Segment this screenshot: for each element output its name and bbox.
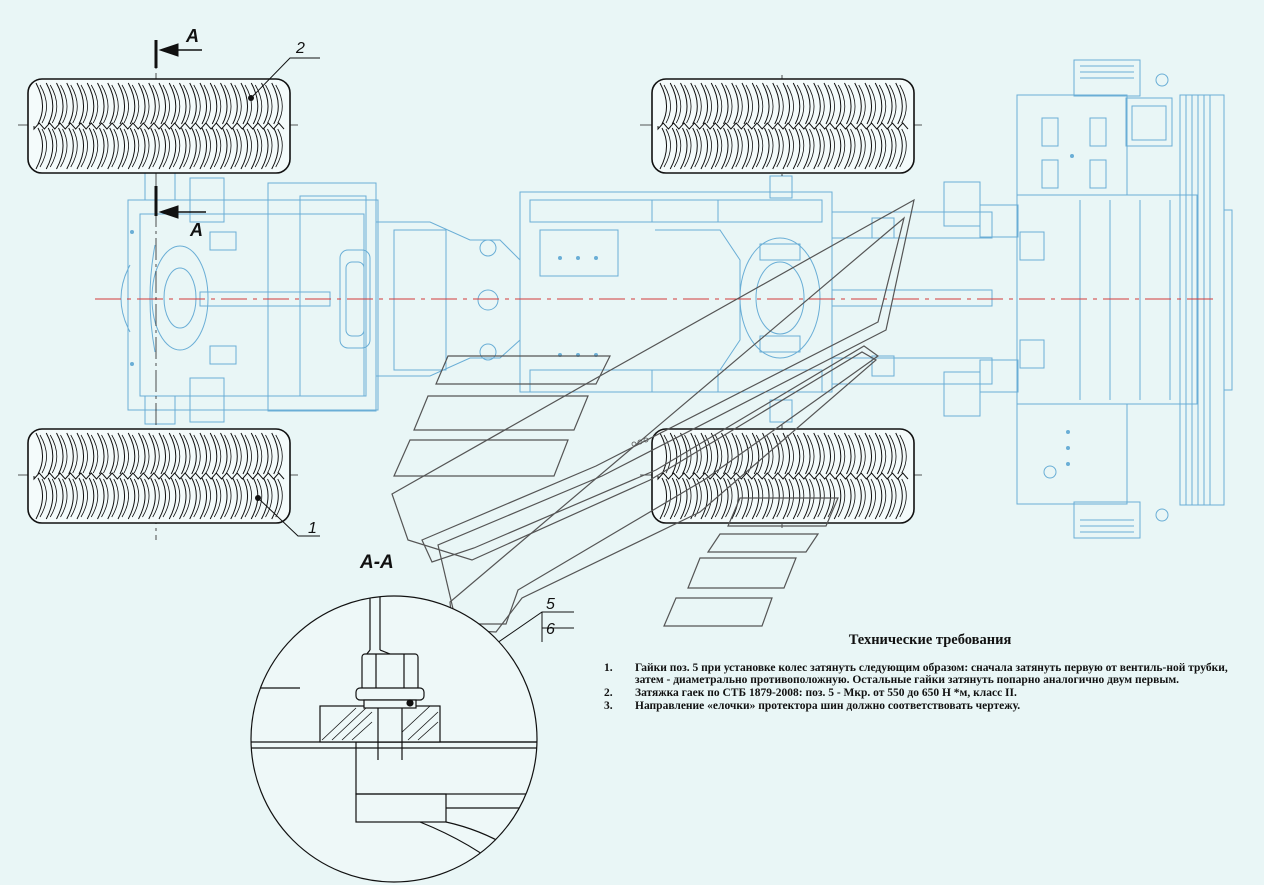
- section-mark-bottom: A: [189, 220, 203, 240]
- callout-6: 6: [546, 621, 555, 638]
- tread-direction-chevron: [391, 198, 915, 633]
- requirement-text: Гайки поз. 5 при установке колес затянут…: [635, 662, 1228, 686]
- section-mark-top: A: [185, 26, 199, 46]
- technical-requirements-list: 1. Гайки поз. 5 при установке колес затя…: [604, 662, 1256, 712]
- section-view-title: А-А: [359, 552, 394, 573]
- detail-view-a-a: [250, 595, 538, 883]
- chevron-bolt-dots: [631, 437, 649, 447]
- requirement-number: 3.: [604, 700, 613, 712]
- technical-requirements: Технические требования 1. Гайки поз. 5 п…: [604, 632, 1256, 713]
- requirement-text: Затяжка гаек по СТБ 1879-2008: поз. 5 - …: [635, 687, 1017, 699]
- requirement-number: 2.: [604, 687, 613, 699]
- requirement-text: Направление «елочки» протектора шин долж…: [635, 700, 1021, 712]
- requirement-number: 1.: [604, 662, 613, 674]
- tire-front-left: [27, 78, 291, 174]
- requirement-item: 1. Гайки поз. 5 при установке колес затя…: [604, 662, 1256, 686]
- chassis-bolts: [130, 154, 1074, 466]
- technical-requirements-title: Технические требования: [848, 632, 1012, 648]
- chassis-frame: [120, 59, 1233, 539]
- section-cut-bottom: [154, 186, 206, 219]
- requirement-item: 3. Направление «елочки» протектора шин д…: [604, 700, 1256, 712]
- requirement-item: 2. Затяжка гаек по СТБ 1879-2008: поз. 5…: [604, 687, 1256, 699]
- tire-front-right: [27, 428, 291, 524]
- tire-rear-left: [651, 78, 915, 174]
- callout-1: 1: [308, 520, 317, 537]
- callout-2: 2: [295, 40, 305, 57]
- callout-5: 5: [546, 596, 555, 613]
- tire-rear-right: [651, 428, 915, 524]
- section-cut-top: [154, 40, 202, 68]
